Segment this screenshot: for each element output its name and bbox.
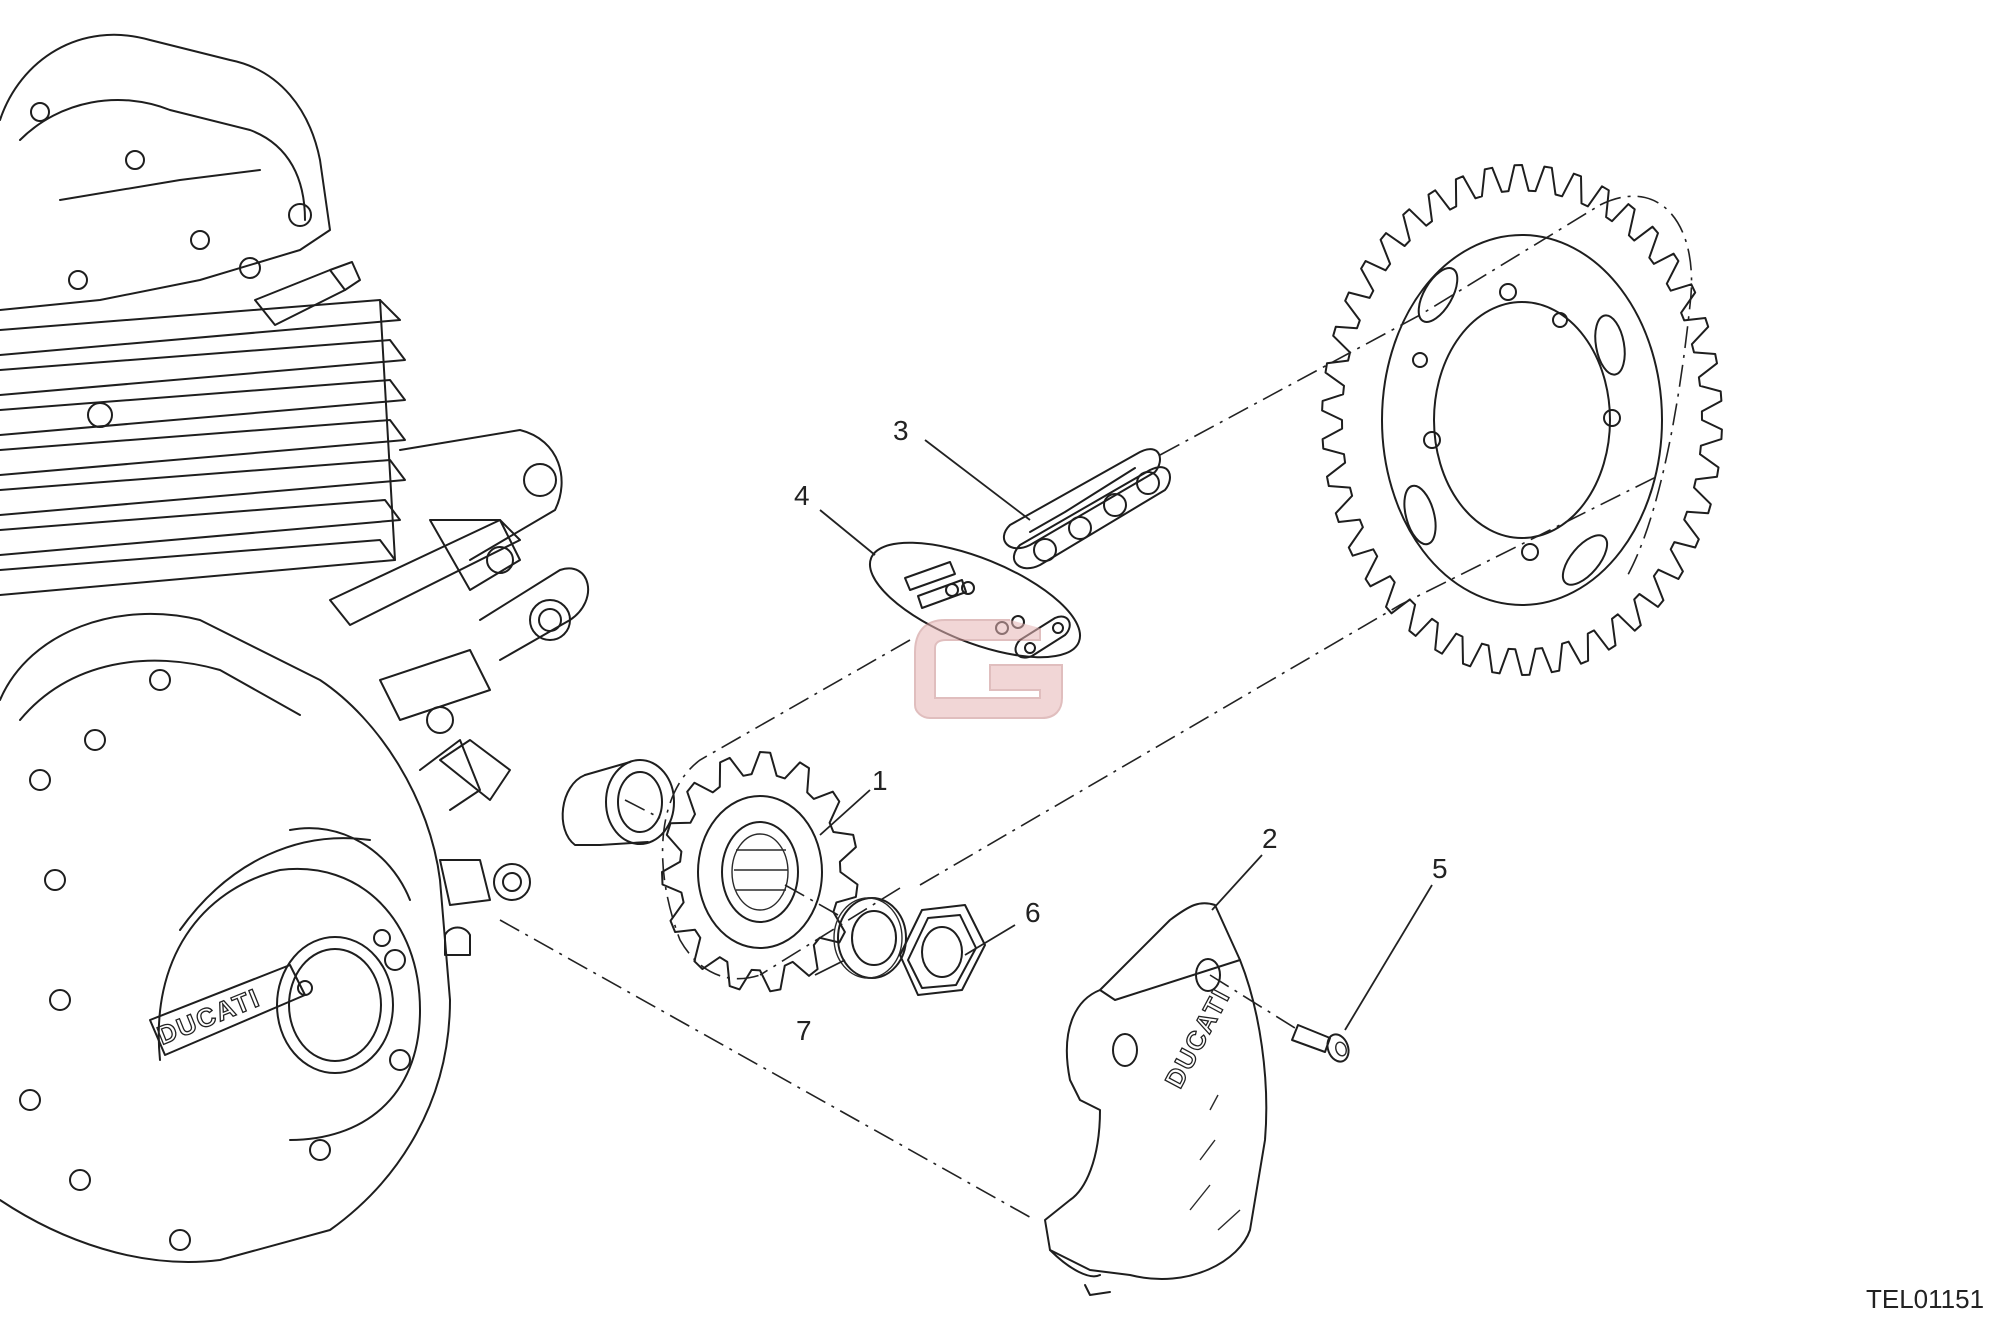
chain-joint-kit bbox=[868, 541, 1082, 659]
sprocket-cover: DUCATI bbox=[1044, 902, 1268, 1296]
callout-2: 2 bbox=[1262, 823, 1278, 854]
callout-labels: 1 2 3 4 5 6 7 bbox=[794, 415, 1448, 1046]
rear-sprocket bbox=[1321, 164, 1723, 676]
engine-brand-marking: DUCATI bbox=[153, 982, 265, 1050]
callout-3: 3 bbox=[893, 415, 909, 446]
callout-1: 1 bbox=[872, 765, 888, 796]
callout-4: 4 bbox=[794, 480, 810, 511]
cover-brand-marking: DUCATI bbox=[1159, 983, 1236, 1093]
cover-screw bbox=[1291, 1024, 1350, 1063]
watermark-logo bbox=[914, 619, 1063, 719]
spacer-sleeve bbox=[561, 759, 675, 846]
callout-7: 7 bbox=[796, 1015, 812, 1046]
assembly-lines bbox=[499, 195, 1693, 1221]
callout-leaders bbox=[814, 439, 1433, 1031]
chain-segment bbox=[1003, 448, 1171, 570]
callout-5: 5 bbox=[1432, 853, 1448, 884]
lock-washer bbox=[833, 897, 907, 979]
cylinder-fins bbox=[0, 299, 406, 596]
front-sprocket bbox=[661, 751, 859, 993]
diagram-code: TEL01151 bbox=[1866, 1284, 1984, 1314]
callout-6: 6 bbox=[1025, 897, 1041, 928]
engine-illustration: DUCATI bbox=[0, 33, 589, 1263]
